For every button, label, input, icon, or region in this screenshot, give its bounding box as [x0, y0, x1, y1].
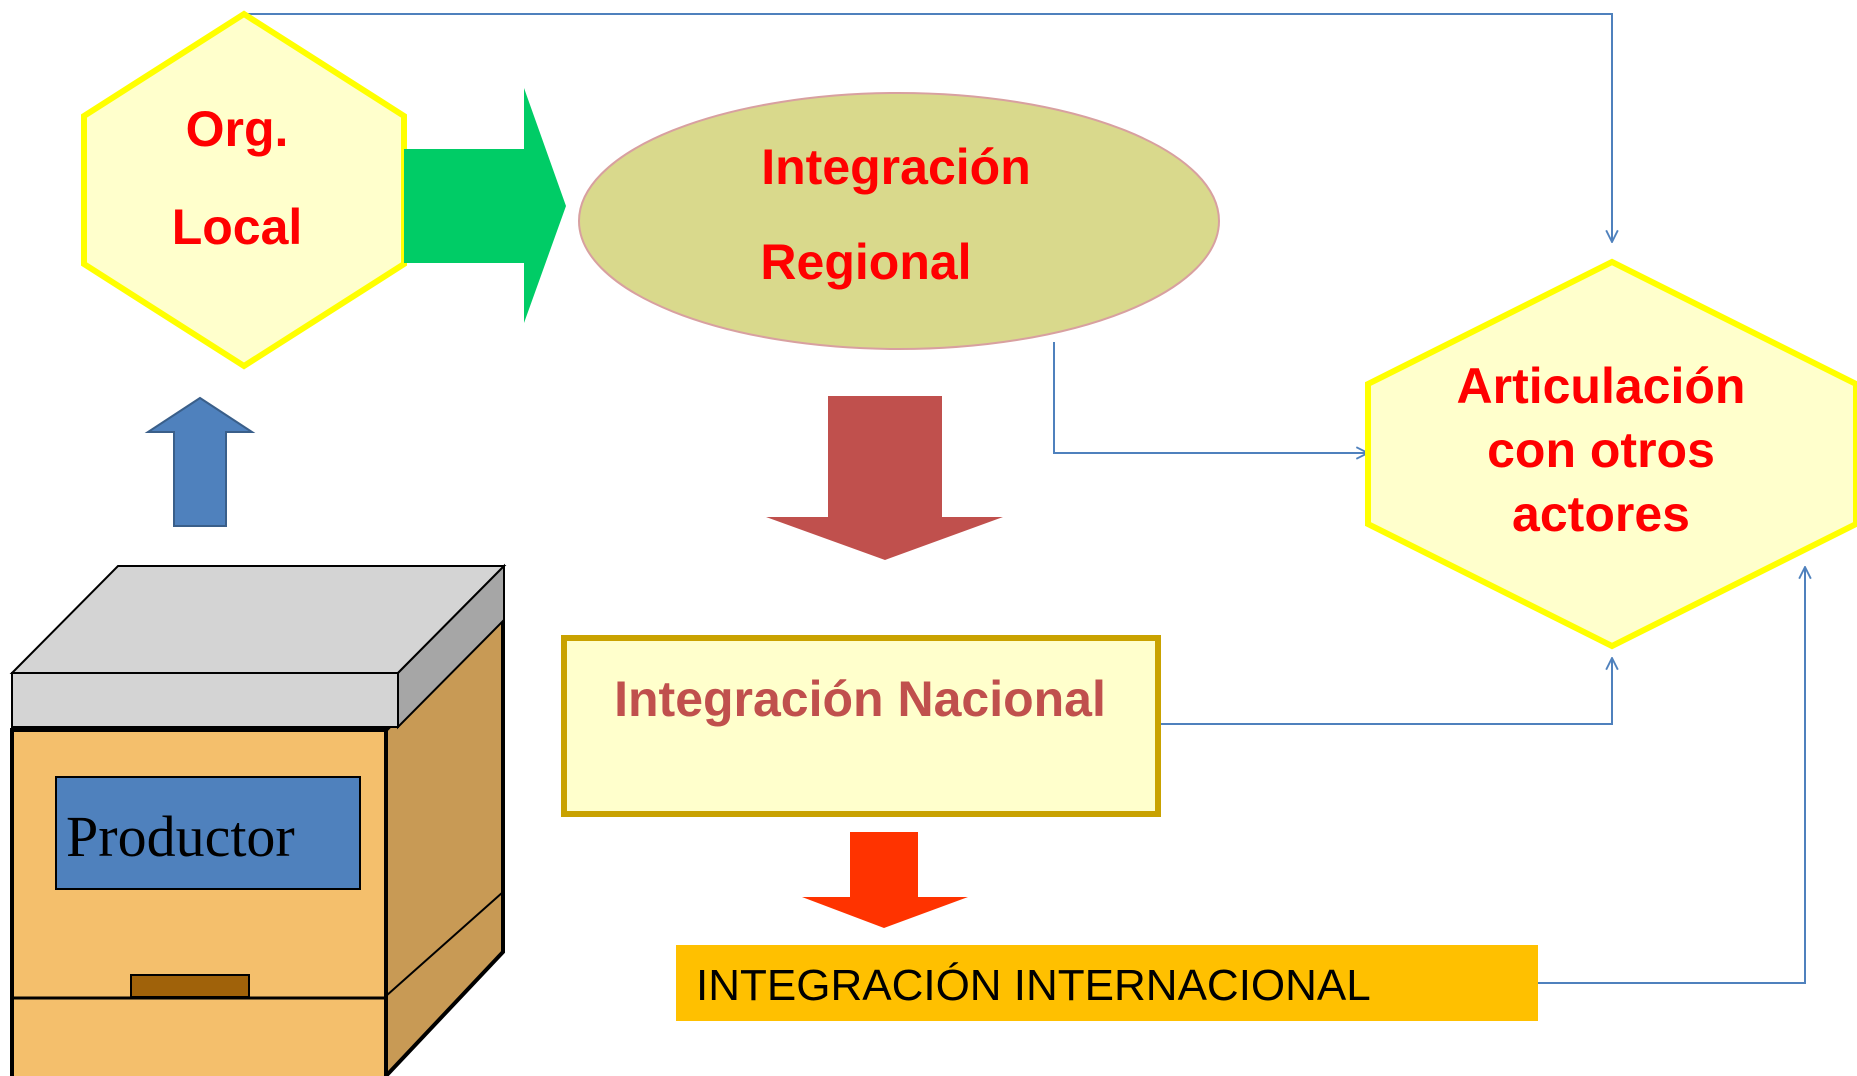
articulacion-label-line2: con otros: [1487, 422, 1715, 478]
org-local-node: Org. Local: [81, 10, 407, 370]
integracion-nacional-node: Integración Nacional: [561, 635, 1161, 817]
integracion-internacional-label: INTEGRACIÓN INTERNACIONAL: [696, 961, 1371, 1010]
productor-beehive: Productor: [9, 563, 507, 1076]
integracion-internacional-bar: [676, 945, 1538, 1021]
beehive-lid-front: [11, 672, 399, 728]
integracion-nacional-box: [561, 635, 1161, 817]
articulacion-label-line3: actores: [1512, 486, 1690, 542]
articulacion-hexagon: [1365, 258, 1857, 650]
integracion-nacional-label: Integración Nacional: [614, 671, 1106, 727]
beehive-side-divider: [385, 891, 504, 997]
connector-regional-to-articulacion: [1053, 342, 1368, 453]
beehive-entrance: [130, 974, 250, 998]
integracion-regional-ellipse: [578, 92, 1220, 350]
integracion-regional-node: Integración Regional: [578, 92, 1220, 350]
orange-down-arrow: [802, 832, 968, 928]
integracion-regional-label-line1: Integración: [761, 139, 1030, 195]
articulacion-label-line1: Articulación: [1457, 358, 1746, 414]
green-right-arrow: [404, 88, 566, 323]
connector-org-local-to-articulacion: [244, 13, 1612, 242]
org-local-label-line2: Local: [172, 199, 303, 255]
connector-nacional-to-articulacion: [1158, 658, 1612, 725]
connector-internacional-to-articulacion: [1538, 567, 1805, 984]
connectors: [244, 13, 1805, 984]
articulacion-node: Articulación con otros actores: [1365, 258, 1857, 650]
org-local-label-line1: Org.: [186, 101, 289, 157]
productor-label: Productor: [66, 804, 295, 869]
integracion-regional-label-line2: Regional: [760, 234, 971, 290]
productor-label-panel: [55, 776, 361, 890]
red-down-arrow: [766, 396, 1003, 560]
integracion-internacional-node: INTEGRACIÓN INTERNACIONAL: [676, 945, 1538, 1021]
blue-up-arrow: [144, 396, 256, 527]
org-local-hexagon: [81, 10, 407, 370]
